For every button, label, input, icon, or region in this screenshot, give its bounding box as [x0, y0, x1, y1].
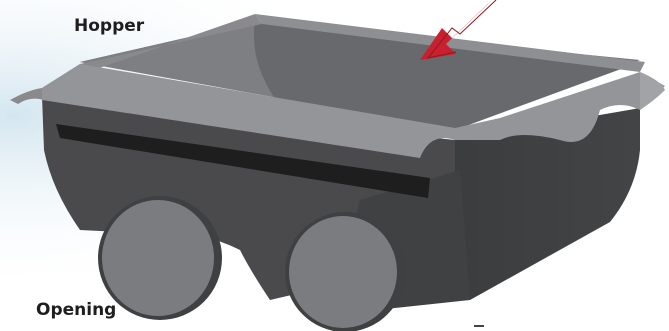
hopper-label: Hopper	[74, 16, 144, 36]
roller-right	[289, 216, 397, 328]
opening-label: Opening	[36, 300, 116, 320]
cropped-mark	[474, 325, 484, 327]
roller-left	[102, 200, 214, 316]
